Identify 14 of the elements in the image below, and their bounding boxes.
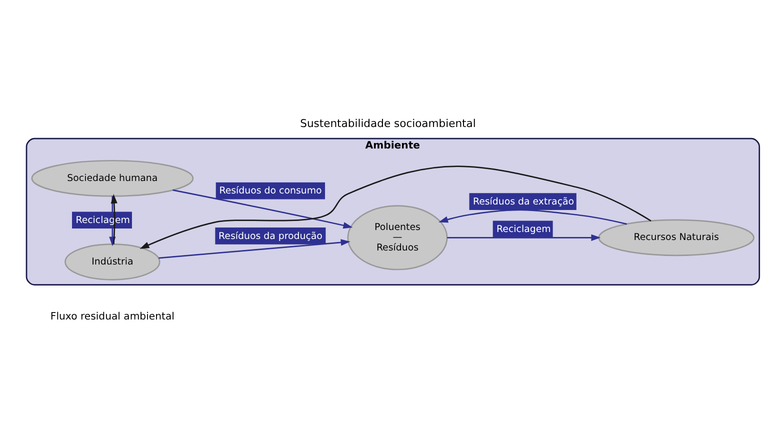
diagram-title: Sustentabilidade socioambiental (300, 117, 476, 130)
edge-label: Reciclagem (496, 224, 551, 236)
arrow (172, 189, 353, 229)
edge-label: Resíduos da produção (218, 230, 322, 242)
node-ellipse: Sociedade humana (31, 160, 194, 197)
edge-label: Resíduos do consumo (219, 186, 322, 197)
arrow (447, 234, 601, 241)
arrow (140, 166, 652, 249)
arrow (438, 209, 627, 225)
arrow (158, 239, 350, 259)
node-ellipse: Indústria (64, 244, 160, 280)
edge-label: Resíduos da extração (472, 196, 574, 208)
node-ellipse: Recursos Naturais (598, 219, 754, 256)
label: Fluxo residual ambiental (50, 312, 174, 323)
